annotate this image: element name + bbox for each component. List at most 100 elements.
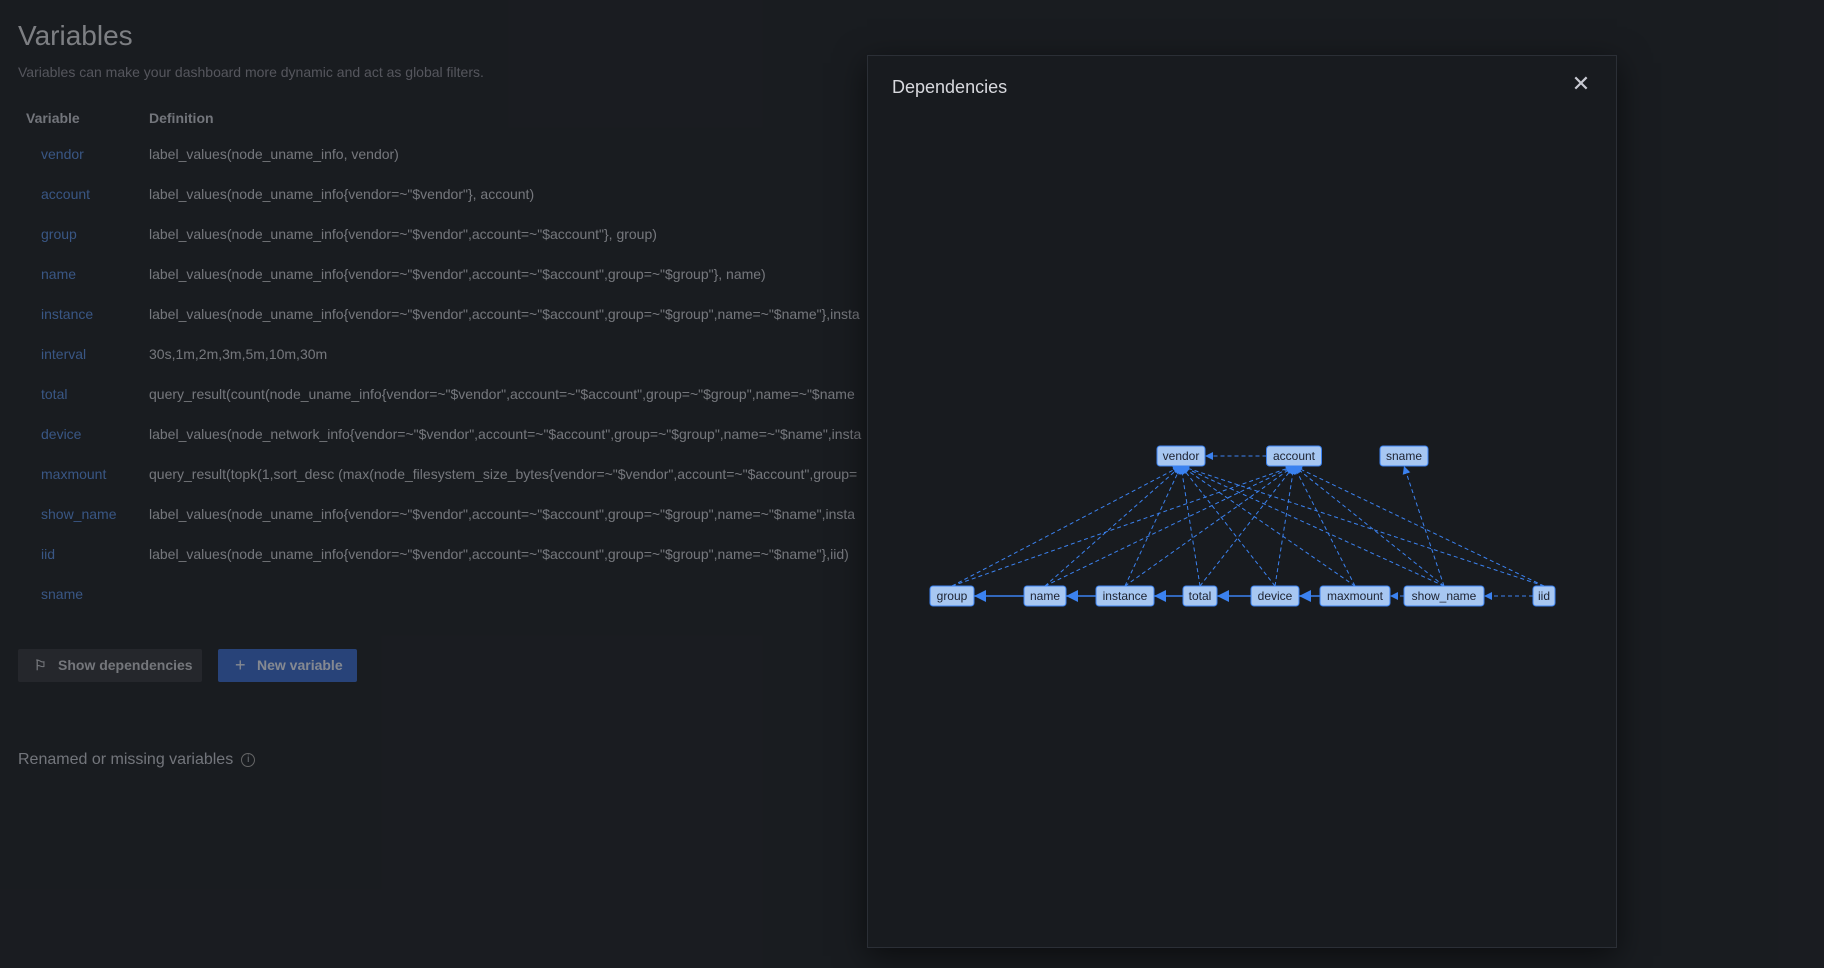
variable-definition: 30s,1m,2m,3m,5m,10m,30m (149, 346, 328, 362)
modal-title: Dependencies (892, 77, 1008, 97)
table-row: interval 30s,1m,2m,3m,5m,10m,30m (18, 334, 918, 374)
variable-definition: label_values(node_uname_info{vendor=~"$v… (149, 306, 860, 322)
page-title: Variables (18, 20, 133, 51)
graph-node-label: sname (1386, 449, 1422, 463)
table-row: show_name label_values(node_uname_info{ve… (18, 494, 918, 534)
graph-node-vendor[interactable]: vendor (1156, 445, 1206, 467)
show-dependencies-button[interactable]: ⚐ Show dependencies (18, 649, 202, 682)
edge-total-to-vendor (1178, 465, 1201, 587)
graph-node-label: name (1030, 589, 1060, 603)
table-row: maxmount query_result(topk(1,sort_desc (m… (18, 454, 918, 494)
page-subtitle: Variables can make your dashboard more d… (18, 64, 484, 80)
table-row: total query_result(count(node_uname_info{… (18, 374, 918, 414)
graph-node-box (1182, 585, 1218, 607)
graph-node-label: show_name (1412, 589, 1477, 603)
variable-name-link[interactable]: group (41, 226, 77, 242)
variable-name-link[interactable]: maxmount (41, 466, 107, 482)
graph-node-box (1379, 445, 1429, 467)
graph-node-box (1250, 585, 1300, 607)
variable-name-link[interactable]: name (41, 266, 77, 282)
graph-node-name[interactable]: name (1023, 585, 1067, 607)
graph-node-label: iid (1538, 589, 1550, 603)
graph-node-total[interactable]: total (1182, 585, 1218, 607)
edge-total-to-account (1199, 465, 1295, 587)
graph-node-box (1532, 585, 1556, 607)
variable-definition: label_values(node_uname_info, vendor) (149, 146, 399, 162)
graph-node-account[interactable]: account (1266, 445, 1322, 467)
renamed-missing-variables: Renamed or missing variables i (18, 751, 256, 769)
graph-node-label: device (1258, 589, 1293, 603)
variable-name-link[interactable]: iid (41, 546, 56, 562)
table-row: group label_values(node_uname_info{vendor… (18, 214, 918, 254)
graph-node-box (1319, 585, 1391, 607)
variables-table: Variable Definition vendor label_values(n… (18, 108, 918, 614)
edge-name-to-account (1044, 465, 1295, 587)
variable-definition: query_result(topk(1,sort_desc (max(node_… (149, 466, 858, 482)
edge-device-to-account (1274, 465, 1297, 587)
edge-iid-to-account (1293, 465, 1545, 587)
variable-definition: label_values(node_uname_info{vendor=~"$v… (149, 266, 766, 282)
variable-definition: label_values(node_network_info{vendor=~"… (149, 426, 862, 442)
graph-node-iid[interactable]: iid (1532, 585, 1556, 607)
dependencies-modal: Dependencies ✕ vendor account sname group na… (867, 55, 1617, 948)
graph-node-show_name[interactable]: show_name (1403, 585, 1485, 607)
graph-node-label: total (1189, 589, 1212, 603)
graph-node-box (929, 585, 975, 607)
variable-definition: query_result(count(node_uname_info{vendo… (149, 386, 855, 402)
variable-name-link[interactable]: vendor (41, 146, 84, 162)
graph-node-instance[interactable]: instance (1095, 585, 1155, 607)
new-variable-button[interactable]: + New variable (218, 649, 357, 682)
table-header: Variable Definition (18, 108, 918, 134)
variable-definition: label_values(node_uname_info{vendor=~"$v… (149, 226, 657, 242)
graph-node-box (1266, 445, 1322, 467)
graph-node-label: maxmount (1327, 589, 1384, 603)
edge-name-to-vendor (1044, 465, 1182, 587)
table-row: name label_values(node_uname_info{vendor=… (18, 254, 918, 294)
edge-maxmount-to-account (1293, 465, 1356, 587)
variable-name-link[interactable]: instance (41, 306, 94, 322)
graph-node-label: instance (1103, 589, 1148, 603)
close-icon[interactable]: ✕ (1571, 71, 1591, 96)
new-variable-label: New variable (257, 657, 343, 673)
edge-iid-to-vendor (1180, 464, 1545, 587)
variable-name-link[interactable]: sname (41, 586, 84, 602)
edge-group-to-vendor (951, 465, 1182, 587)
edge-show_name-to-vendor (1180, 465, 1445, 587)
edge-instance-to-vendor (1124, 465, 1182, 587)
dependency-graph: vendor account sname group name instance total… (929, 445, 1556, 607)
graph-node-label: account (1273, 449, 1316, 463)
show-dependencies-label: Show dependencies (58, 657, 193, 673)
graph-node-sname[interactable]: sname (1379, 445, 1429, 467)
graph-node-box (1095, 585, 1155, 607)
variable-name-link[interactable]: interval (41, 346, 87, 362)
graph-node-maxmount[interactable]: maxmount (1319, 585, 1391, 607)
table-row: device label_values(node_network_info{ven… (18, 414, 918, 454)
edge-maxmount-to-vendor (1180, 465, 1356, 587)
graph-node-label: group (937, 589, 968, 603)
table-row: sname (18, 574, 918, 614)
variable-definition: label_values(node_uname_info{vendor=~"$v… (149, 186, 535, 202)
renamed-label: Renamed or missing variables (18, 751, 234, 768)
variable-name-link[interactable]: account (41, 186, 91, 202)
variable-name-link[interactable]: device (41, 426, 82, 442)
graph-node-box (1403, 585, 1485, 607)
plus-icon: + (235, 655, 246, 675)
variable-definition: label_values(node_uname_info{vendor=~"$v… (149, 506, 856, 522)
table-row: account label_values(node_uname_info{vend… (18, 174, 918, 214)
graph-node-label: vendor (1163, 449, 1200, 463)
graph-node-box (1156, 445, 1206, 467)
column-header-definition: Definition (149, 110, 214, 126)
edge-show_name-to-sname (1402, 465, 1445, 587)
table-row: vendor label_values(node_uname_info, vend… (18, 134, 918, 174)
graph-node-group[interactable]: group (929, 585, 975, 607)
graph-node-device[interactable]: device (1250, 585, 1300, 607)
variable-name-link[interactable]: total (41, 386, 68, 402)
dependencies-icon: ⚐ (34, 657, 47, 673)
edge-group-to-account (951, 464, 1295, 587)
info-icon[interactable]: i (241, 752, 256, 767)
variable-name-link[interactable]: show_name (41, 506, 117, 522)
table-row: instance label_values(node_uname_info{ven… (18, 294, 918, 334)
edge-device-to-vendor (1180, 465, 1276, 587)
column-header-variable: Variable (26, 110, 80, 126)
